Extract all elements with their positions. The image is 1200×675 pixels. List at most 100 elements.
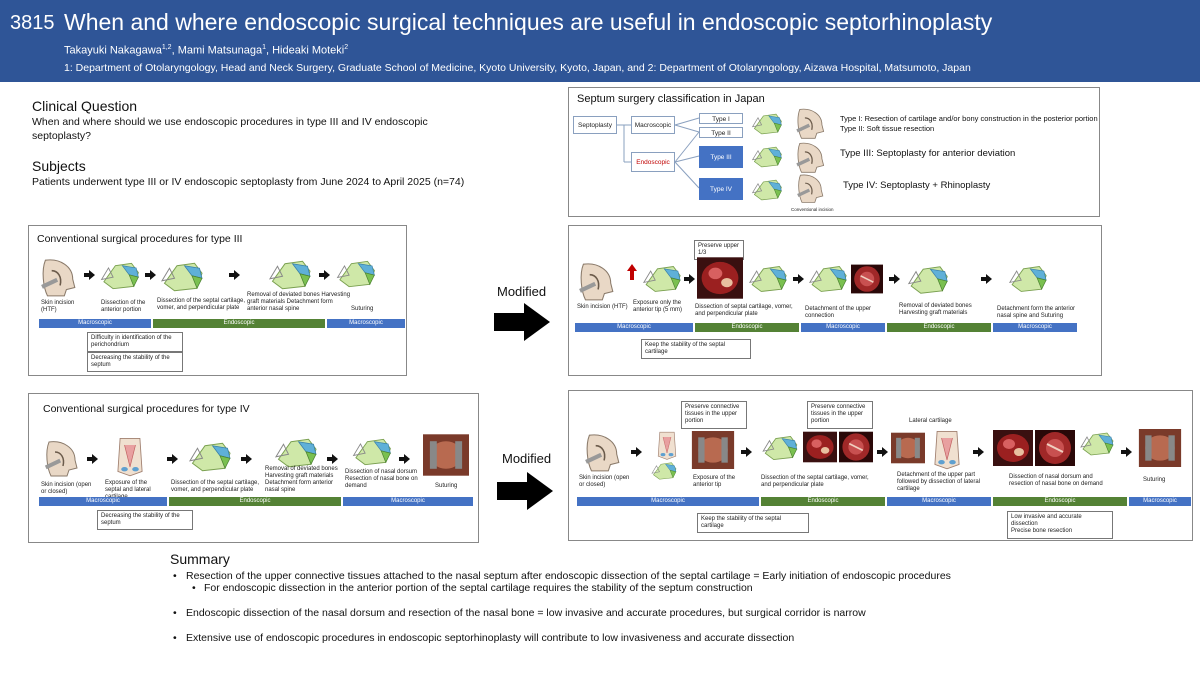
type-3-description: Type III: Septoplasty for anterior devia… — [840, 148, 1016, 159]
step-label: Dissection of septal cartilage, vomer, a… — [695, 304, 793, 317]
author-affil-sup: 2 — [344, 44, 349, 51]
modified-type4-panel: Preserve connective tissues in the upper… — [568, 390, 1193, 541]
step-label: Detachment of the upper part followed by… — [897, 472, 981, 492]
conventional-incision-label: Conventional incision — [791, 207, 834, 212]
subjects-heading: Subjects — [32, 158, 86, 174]
step-label: Skin incision (open or closed) — [579, 475, 630, 488]
head-illustration — [793, 172, 827, 204]
type-2-description: Type II: Soft tissue resection — [840, 124, 935, 133]
phase-bar-endoscopic: Endoscopic — [887, 323, 991, 332]
head-illustration — [793, 140, 827, 174]
step-label: Exposure only the anterior tip (5 mm) — [633, 300, 683, 313]
summary-heading: Summary — [170, 551, 230, 567]
phase-bar-macroscopic: Macroscopic — [39, 319, 151, 328]
summary-bullet: Resection of the upper connective tissue… — [170, 570, 951, 582]
septum-illustration — [749, 176, 785, 204]
step-label: Dissection of the septal cartilage, vome… — [157, 298, 246, 311]
septum-illustration — [97, 258, 143, 294]
step-label: Skin incision (HTF) — [41, 300, 75, 313]
septum-illustration — [745, 262, 791, 296]
step-label: Removal of deviated bones Harvesting gra… — [899, 303, 972, 316]
type-2-box: Type II — [699, 127, 743, 138]
macroscopic-box: Macroscopic — [631, 116, 675, 134]
septum-illustration — [185, 438, 235, 476]
lateral-cartilage-label: Lateral cartilage — [909, 418, 952, 424]
poster-header: 3815 When and where endoscopic surgical … — [0, 0, 1200, 82]
surgical-photo — [423, 434, 469, 476]
phase-bar-macroscopic: Macroscopic — [327, 319, 405, 328]
septum-illustration — [1005, 262, 1051, 296]
conventional-type3-title: Conventional surgical procedures for typ… — [37, 233, 243, 245]
author-name: Takayuki Nakagawa — [64, 44, 162, 57]
step-label: Exposure of the septal and lateral carti… — [105, 480, 151, 500]
classification-connectors — [617, 117, 700, 189]
type-1-box: Type I — [699, 113, 743, 124]
septum-illustration — [749, 143, 785, 171]
surgical-photo — [891, 431, 925, 465]
phase-bar-macroscopic: Macroscopic — [1129, 497, 1191, 506]
step-label: Dissection of the septal cartilage, vome… — [761, 475, 869, 488]
type-4-description: Type IV: Septoplasty + Rhinoplasty — [843, 180, 991, 191]
head-illustration — [581, 431, 623, 473]
nose-illustration — [107, 434, 153, 478]
head-illustration — [37, 256, 79, 298]
step-label: Skin incision (HTF) — [577, 304, 628, 310]
septum-illustration — [639, 262, 685, 296]
subjects-text: Patients underwent type III or IV endosc… — [32, 176, 465, 188]
step-label: Dissection of nasal dorsum Resection of … — [345, 469, 418, 489]
surgical-photo — [689, 431, 737, 469]
phase-bar-macroscopic: Macroscopic — [343, 497, 473, 506]
clinical-question-text: When and where should we use endoscopic … — [32, 116, 428, 142]
classification-panel: Septum surgery classification in Japan S… — [568, 87, 1100, 217]
clinical-question-heading: Clinical Question — [32, 98, 138, 114]
issue-note: Decreasing the stability of the septum — [87, 352, 183, 373]
step-label: Removal of deviated bones Harvesting gra… — [265, 466, 338, 493]
benefit-note: Low invasive and accurate dissection Pre… — [1007, 511, 1113, 539]
author-affil-sup: 1 — [262, 44, 266, 51]
step-label: Dissection of the anterior portion — [101, 300, 146, 313]
conventional-type4-title: Conventional surgical procedures for typ… — [43, 403, 250, 415]
septum-illustration — [333, 256, 379, 292]
step-label: Removal of deviated bones Harvesting gra… — [247, 292, 351, 312]
preserve-note: Preserve connective tissues in the upper… — [681, 401, 747, 429]
conventional-type3-panel: Conventional surgical procedures for typ… — [28, 225, 407, 376]
modified-arrow — [494, 303, 550, 341]
authors: Takayuki Nakagawa1,2, Mami Matsunaga1, H… — [64, 44, 349, 57]
phase-bar-macroscopic: Macroscopic — [801, 323, 885, 332]
septum-illustration — [1077, 427, 1117, 461]
step-label: Suturing — [1143, 477, 1166, 483]
endoscopic-photo — [839, 429, 873, 465]
head-illustration — [575, 260, 617, 302]
nose-illustration — [927, 427, 967, 471]
type-1-description: Type I: Resection of cartilage and/or bo… — [840, 114, 1098, 123]
poster-title: When and where endoscopic surgical techn… — [64, 9, 993, 35]
summary-bullet: Endoscopic dissection of the nasal dorsu… — [170, 607, 951, 619]
phase-bar-endoscopic: Endoscopic — [153, 319, 325, 328]
step-label: Dissection of nasal dorsum and resection… — [1009, 474, 1103, 487]
step-label: Suturing — [351, 306, 374, 312]
head-illustration — [793, 106, 827, 140]
issue-note: Decreasing the stability of the septum — [97, 510, 193, 531]
septum-illustration — [759, 431, 801, 465]
preserve-note: Preserve connective tissues in the upper… — [807, 401, 873, 429]
septoplasty-box: Septoplasty — [573, 116, 617, 134]
septum-illustration — [805, 262, 851, 296]
benefit-note: Keep the stability of the septal cartila… — [641, 339, 751, 360]
septum-illustration — [349, 434, 395, 470]
modified-label: Modified — [502, 451, 552, 466]
step-label: Skin incision (open or closed) — [41, 482, 92, 495]
endoscopic-photo — [697, 256, 743, 300]
author-name: Hideaki Moteki — [272, 44, 345, 57]
summary-section: Summary Resection of the upper connectiv… — [170, 551, 951, 644]
septum-illustration — [903, 262, 953, 298]
endoscopic-photo — [1035, 429, 1075, 467]
benefit-line: Precise bone resection — [1011, 528, 1073, 535]
septum-illustration — [157, 258, 207, 296]
phase-bar-endoscopic: Endoscopic — [695, 323, 799, 332]
step-label: Exposure of the anterior tip — [693, 475, 736, 488]
phase-bar-endoscopic: Endoscopic — [169, 497, 341, 506]
type-3-box: Type III — [699, 146, 743, 168]
step-label: Detachment form the anterior nasal spine… — [997, 306, 1076, 319]
step-label: Suturing — [435, 483, 458, 489]
head-illustration — [41, 438, 81, 478]
